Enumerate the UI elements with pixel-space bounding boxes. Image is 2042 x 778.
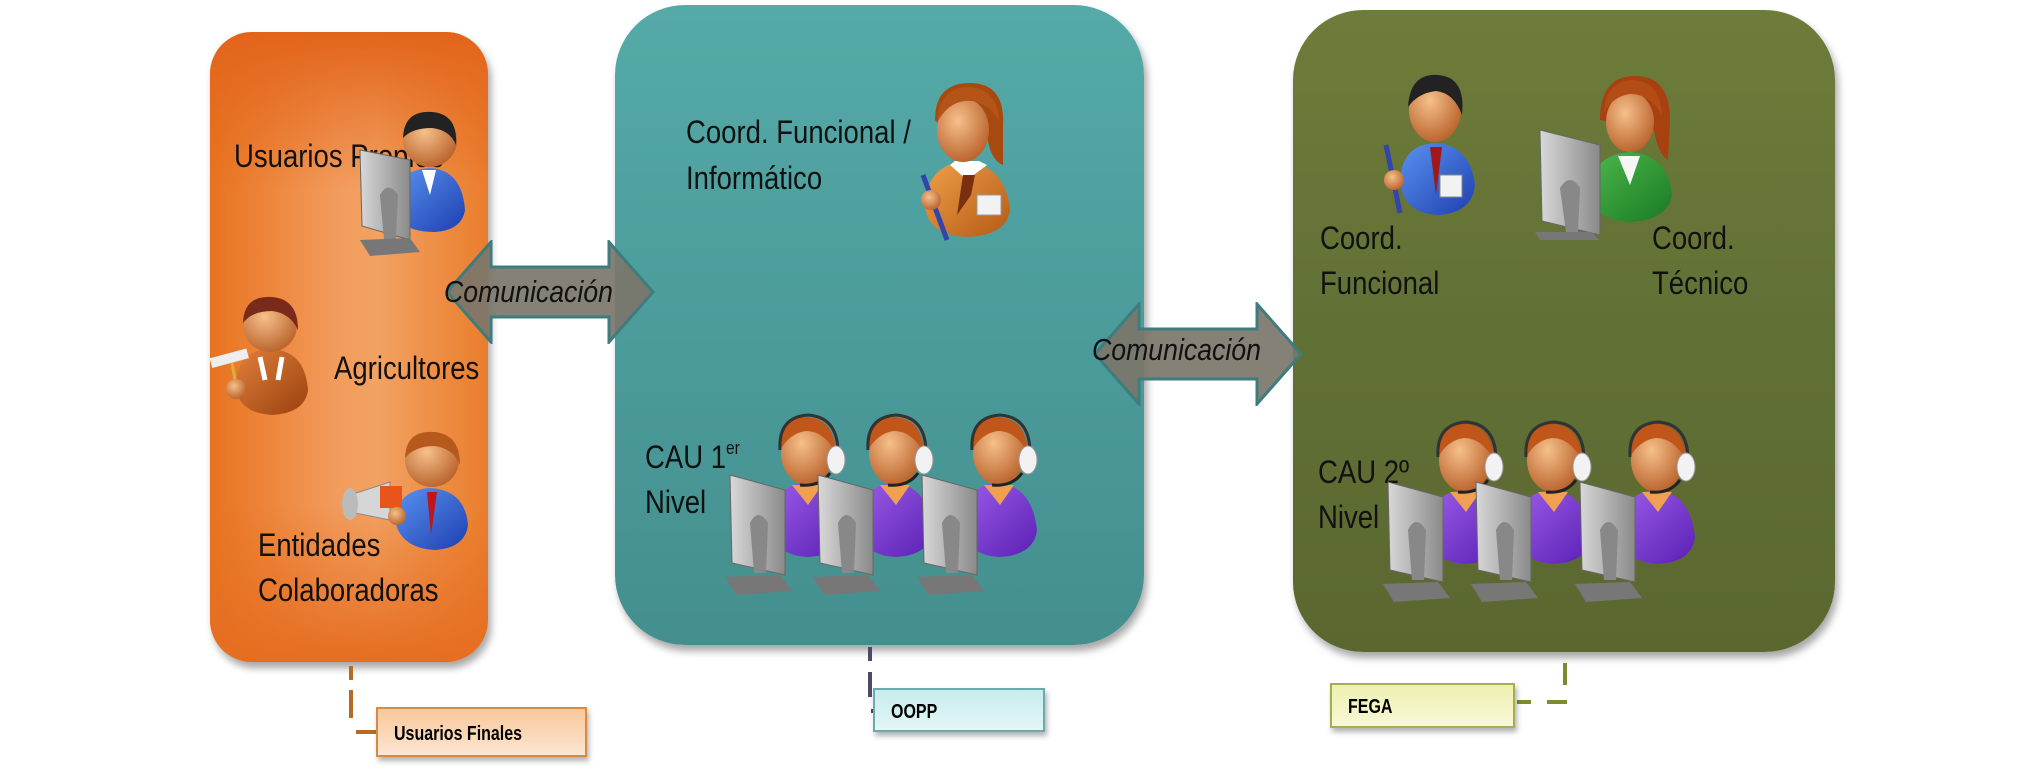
tag-oopp: OOPP: [873, 688, 1045, 732]
communication-arrow-users-oopp: [445, 240, 655, 344]
communication-label-1: Comunicación: [444, 274, 613, 309]
role-coord-funcional-informatico-line1: Coord. Funcional /: [686, 114, 911, 150]
role-entidades-line2: Colaboradoras: [258, 572, 439, 608]
technical-coordinator-icon: [1535, 76, 1672, 240]
connector-users-tag: [349, 666, 376, 734]
coordinator-woman-icon: [920, 83, 1010, 241]
role-coord-tecnico-line1: Coord.: [1652, 220, 1735, 256]
connector-fega-tag: [1517, 663, 1567, 704]
role-cau-1er-nivel-line1: CAU 1er: [645, 437, 740, 477]
tag-oopp-label: OOPP: [891, 701, 938, 723]
tag-fega-label: FEGA: [1348, 696, 1393, 718]
tag-fega: FEGA: [1330, 683, 1515, 728]
farmer-icon: [210, 296, 308, 415]
role-coord-tecnico-line2: Técnico: [1652, 265, 1749, 301]
cau-1-superscript: er: [726, 438, 740, 458]
role-entidades-line1: Entidades: [258, 527, 381, 563]
role-agricultores: Agricultores: [334, 350, 480, 386]
cau-1-text: CAU 1: [645, 439, 727, 475]
functional-coordinator-icon: [1383, 74, 1475, 215]
tag-usuarios-finales: Usuarios Finales: [376, 707, 587, 757]
communication-arrow-oopp-fega: [1093, 302, 1303, 406]
helpdesk-operators-level1-icon: [725, 413, 1039, 597]
role-coord-funcional-line1: Coord.: [1320, 220, 1403, 256]
role-coord-funcional-informatico-line2: Informático: [686, 160, 823, 196]
role-cau-1er-nivel-line2: Nivel: [645, 484, 707, 520]
role-cau-2-nivel-line2: Nivel: [1318, 499, 1380, 535]
helpdesk-operators-level2-icon: [1381, 420, 1697, 604]
role-coord-funcional-line2: Funcional: [1320, 265, 1440, 301]
tag-usuarios-finales-label: Usuarios Finales: [394, 723, 523, 745]
user-at-computer-icon: [359, 111, 465, 256]
communication-label-2: Comunicación: [1092, 332, 1261, 367]
megaphone-user-icon: [342, 431, 468, 550]
